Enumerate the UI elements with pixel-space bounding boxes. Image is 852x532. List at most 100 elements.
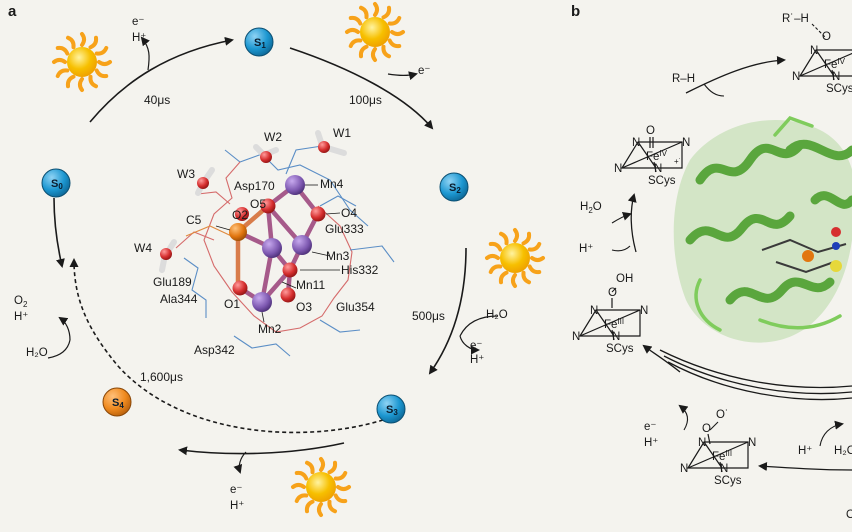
- sun-icon-s2s3: [485, 228, 545, 288]
- svg-text:N: N: [680, 463, 688, 475]
- label-glu189: Glu189: [153, 275, 192, 289]
- arrow-s0-loop: [53, 197, 65, 268]
- arrow-s1-s2: [289, 47, 434, 130]
- label-o2-atom: O2: [232, 208, 248, 222]
- svg-text:OH: OH: [616, 273, 633, 285]
- label-w3: W3: [177, 167, 195, 181]
- label-h-s3s4: H⁺: [230, 500, 244, 512]
- label-e-s3s4: e⁻: [230, 484, 242, 496]
- label-o1: O1: [224, 297, 240, 311]
- arrow-s4-s0-dashed: [69, 258, 384, 434]
- svg-text:O: O: [702, 423, 711, 435]
- svg-text:+˙: +˙: [674, 157, 681, 166]
- water-in-arrow: [459, 315, 499, 337]
- o-bridge-atom: [282, 262, 298, 278]
- svg-text:N: N: [810, 45, 818, 57]
- o2-atom: [235, 207, 249, 221]
- label-e-s1s2: e⁻: [418, 65, 430, 77]
- heme-cycle-arrows: [627, 55, 852, 471]
- label-mn11: Mn11: [296, 278, 325, 292]
- label-asp342: Asp342: [194, 343, 235, 357]
- label-e-s0s1: e⁻: [132, 16, 144, 28]
- svg-text:SCys: SCys: [606, 343, 634, 355]
- atoms: [229, 175, 326, 312]
- time-s2-s3: 500μs: [412, 309, 445, 323]
- protein-structure: [673, 115, 852, 343]
- label-his332: His332: [341, 263, 379, 277]
- o1-atom: [232, 280, 248, 296]
- svg-text:O: O: [608, 287, 617, 299]
- sun-icon-s1s2: [345, 2, 405, 62]
- label-w1: W1: [333, 126, 351, 140]
- label-h-s4s0: H⁺: [14, 311, 28, 323]
- label-h-s2s3: H⁺: [470, 354, 484, 366]
- svg-text:N: N: [632, 137, 640, 149]
- label-rh-top: R˙–H: [782, 13, 809, 25]
- state-s4: S4: [102, 387, 132, 417]
- label-o4: O4: [341, 206, 357, 220]
- svg-text:N: N: [682, 137, 690, 149]
- svg-text:S1: S1: [254, 37, 266, 50]
- water-in-arrow-s4: [47, 339, 71, 359]
- label-h2o-s4s0: H₂O: [26, 347, 48, 359]
- label-o2: O2: [14, 295, 28, 309]
- svg-text:FeIV: FeIV: [824, 57, 846, 71]
- arrow-s3-s4: [178, 442, 345, 456]
- sun-icons: [52, 2, 545, 517]
- svg-text:N: N: [612, 331, 620, 343]
- panel-letter-a: a: [8, 3, 17, 20]
- svg-text:SCys: SCys: [648, 175, 676, 187]
- label-o5: O5: [250, 197, 266, 211]
- label-mn4: Mn4: [320, 177, 344, 191]
- svg-text:N: N: [654, 163, 662, 175]
- mn4-atom: [285, 175, 305, 195]
- label-hplus-b3: H⁺: [798, 445, 812, 457]
- svg-text:O: O: [646, 125, 655, 137]
- o2-release-arrow: [58, 316, 71, 341]
- time-s4-s0: 1,600μs: [140, 370, 183, 384]
- label-ala344: Ala344: [160, 292, 198, 306]
- state-s2: S2: [439, 172, 469, 202]
- label-h2o-s2s3: H₂O: [486, 309, 508, 321]
- svg-text:S0: S0: [51, 178, 63, 191]
- svg-text:N: N: [720, 463, 728, 475]
- mn3-atom: [292, 235, 312, 255]
- waters: [159, 130, 347, 273]
- svg-text:FeIII: FeIII: [604, 317, 624, 331]
- state-s0: S0: [41, 168, 71, 198]
- svg-text:N: N: [614, 163, 622, 175]
- label-glu333: Glu333: [325, 222, 364, 236]
- label-w2: W2: [264, 130, 282, 144]
- time-s0-s1: 40μs: [144, 93, 170, 107]
- state-s1: S1: [244, 27, 274, 57]
- svg-text:S2: S2: [449, 182, 461, 195]
- release-arrow-s0s1: [140, 36, 150, 71]
- svg-text:SCys: SCys: [826, 83, 852, 95]
- svg-text:N: N: [832, 71, 840, 83]
- label-glu354: Glu354: [336, 300, 375, 314]
- label-h2o-right: H₂O: [834, 445, 852, 457]
- svg-text:O˙: O˙: [716, 409, 729, 421]
- label-h2o-b: H2O: [580, 201, 602, 215]
- panel-letter-b: b: [571, 3, 580, 20]
- release-arrow-s2s3: [459, 335, 480, 355]
- svg-text:FeIV: FeIV: [646, 149, 668, 163]
- svg-text:O: O: [822, 31, 831, 43]
- svg-text:N: N: [698, 437, 706, 449]
- state-s3: S3: [376, 394, 406, 424]
- svg-text:N: N: [590, 305, 598, 317]
- svg-text:N: N: [748, 437, 756, 449]
- label-rh: R–H: [672, 73, 695, 85]
- label-w4: W4: [134, 241, 152, 255]
- label-o3: O3: [296, 300, 312, 314]
- label-asp170: Asp170: [234, 179, 275, 193]
- o3-atom: [280, 287, 296, 303]
- s-state-cycle-arrows: [53, 36, 467, 456]
- sun-icon-s3s4: [291, 457, 351, 517]
- svg-text:N: N: [572, 331, 580, 343]
- svg-text:N: N: [640, 305, 648, 317]
